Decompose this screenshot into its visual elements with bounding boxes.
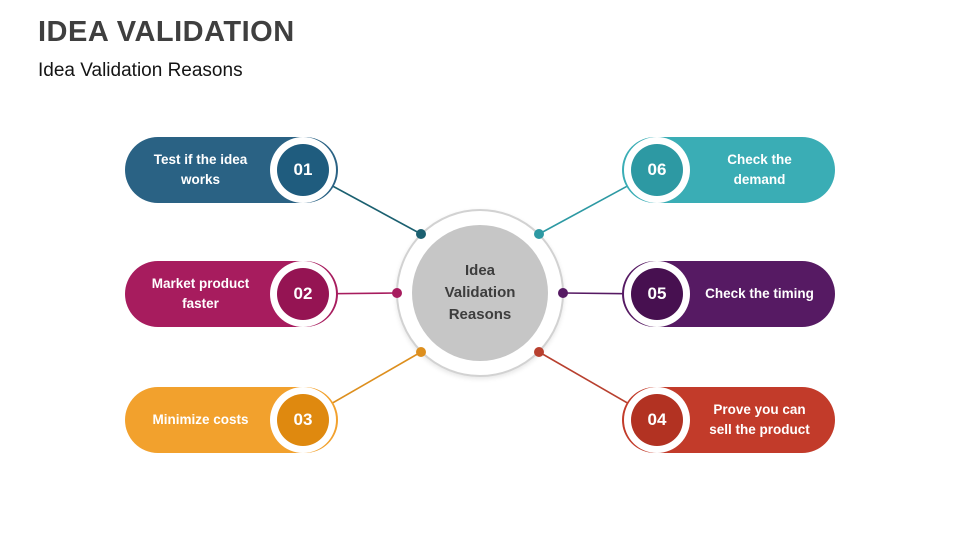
item-label-03: Minimize costs <box>152 412 249 428</box>
item-badge-ring-02: 02 <box>270 261 336 327</box>
item-badge-ring-06: 06 <box>624 137 690 203</box>
item-number-circle-04: 04 <box>631 394 683 446</box>
item-number-06: 06 <box>647 160 667 179</box>
page-title: IDEA VALIDATION <box>38 16 295 48</box>
item-badge-ring-04: 04 <box>624 387 690 453</box>
item-badge-ring-01: 01 <box>270 137 336 203</box>
item-badge-ring-05: 05 <box>624 261 690 327</box>
item-number-01: 01 <box>293 160 313 179</box>
item-number-05: 05 <box>647 284 667 303</box>
item-number-03: 03 <box>293 410 313 429</box>
item-label-04: Prove you can sell the product <box>709 402 810 437</box>
item-number-circle-06: 06 <box>631 144 683 196</box>
item-pill-03: Minimize costs 03 <box>125 387 338 453</box>
connector-dot-06 <box>534 229 544 239</box>
center-title: Idea Validation Reasons <box>444 262 516 323</box>
item-pill-04: 04 Prove you can sell the product <box>622 387 835 453</box>
item-label-05: Check the timing <box>705 286 814 302</box>
item-pill-01: Test if the idea works 01 <box>125 137 338 203</box>
item-label-02: Market product faster <box>151 276 250 311</box>
connector-dot-02 <box>392 288 402 298</box>
item-number-circle-05: 05 <box>631 268 683 320</box>
page-subtitle: Idea Validation Reasons <box>38 60 243 81</box>
connector-dot-05 <box>558 288 568 298</box>
item-label-06: Check the demand <box>727 152 792 187</box>
item-pill-05: 05 Check the timing <box>622 261 835 327</box>
item-number-circle-03: 03 <box>277 394 329 446</box>
item-number-02: 02 <box>293 284 313 303</box>
center-label-circle: Idea Validation Reasons <box>412 225 548 361</box>
connector-dot-01 <box>416 229 426 239</box>
connector-dot-04 <box>534 347 544 357</box>
item-number-circle-02: 02 <box>277 268 329 320</box>
item-label-01: Test if the idea works <box>153 152 248 187</box>
item-pill-06: 06 Check the demand <box>622 137 835 203</box>
item-pill-02: Market product faster 02 <box>125 261 338 327</box>
item-badge-ring-03: 03 <box>270 387 336 453</box>
item-number-circle-01: 01 <box>277 144 329 196</box>
connector-dot-03 <box>416 347 426 357</box>
item-number-04: 04 <box>647 410 667 429</box>
